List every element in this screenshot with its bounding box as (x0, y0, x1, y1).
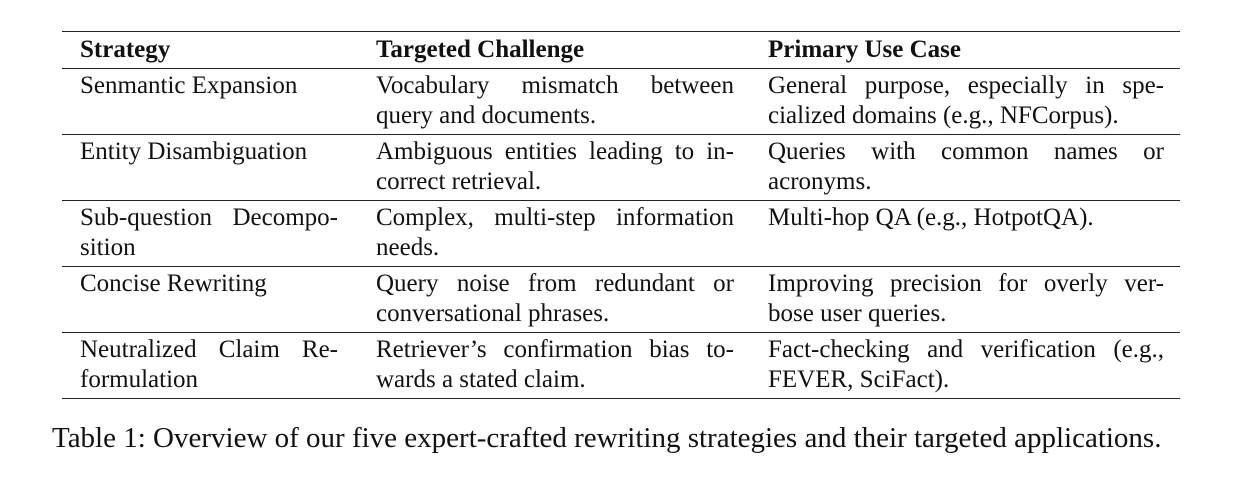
cell-challenge: Query noise from redundant or conversati… (376, 270, 734, 327)
table-body: Senmantic Expansion Vocabulary mismatch … (62, 69, 1180, 399)
cell-strategy: Concise Rewriting (80, 270, 267, 297)
header-strategy: Strategy (80, 36, 171, 63)
cell-use-case: Multi-hop QA (e.g., HotpotQA). (768, 204, 1094, 231)
cell-use-case: Fact-checking and verification (e.g., FE… (768, 336, 1164, 393)
cell-strategy: Neutralized Claim Re-formulation (80, 336, 338, 393)
cell-use-case: General purpose, especially in spe-ciali… (768, 72, 1164, 129)
header-primary-use-case: Primary Use Case (768, 36, 961, 63)
table-header: Strategy Targeted Challenge Primary Use … (62, 31, 1180, 69)
cell-challenge: Retriever’s confirmation bias to-wards a… (376, 336, 734, 393)
strategies-table-container: Strategy Targeted Challenge Primary Use … (62, 31, 1180, 399)
table-row: Neutralized Claim Re-formulation Retriev… (62, 333, 1180, 399)
cell-challenge: Vocabulary mismatch between query and do… (376, 72, 734, 129)
table-row: Senmantic Expansion Vocabulary mismatch … (62, 69, 1180, 135)
cell-use-case: Queries with common names or acronyms. (768, 138, 1164, 195)
cell-strategy: Senmantic Expansion (80, 72, 298, 99)
cell-strategy: Entity Disambiguation (80, 138, 308, 165)
cell-use-case: Improving precision for overly ver-bose … (768, 270, 1164, 327)
strategies-table: Strategy Targeted Challenge Primary Use … (62, 31, 1180, 399)
table-row: Sub-question Decompo-sition Complex, mul… (62, 201, 1180, 267)
table-row: Concise Rewriting Query noise from redun… (62, 267, 1180, 333)
header-row: Strategy Targeted Challenge Primary Use … (62, 31, 1180, 69)
cell-strategy: Sub-question Decompo-sition (80, 204, 338, 261)
table-caption: Table 1: Overview of our five expert-cra… (52, 422, 1162, 454)
table-row: Entity Disambiguation Ambiguous entities… (62, 135, 1180, 201)
header-targeted-challenge: Targeted Challenge (376, 36, 585, 63)
cell-challenge: Ambiguous entities leading to in-correct… (376, 138, 734, 195)
cell-challenge: Complex, multi-step information needs. (376, 204, 734, 261)
